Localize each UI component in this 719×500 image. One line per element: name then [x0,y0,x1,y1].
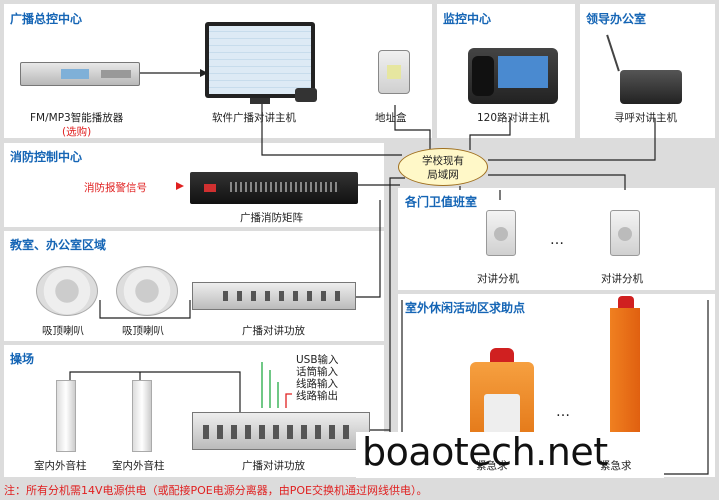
extension-1-icon [486,210,516,256]
address-box-device [378,50,410,94]
monitor-stand [250,98,270,104]
software-host-monitor [205,22,315,98]
panel-guard-room [398,188,715,290]
lan-line2: 局域网 [427,169,459,181]
ceiling-speaker-1-label: 吸顶喇叭 [42,325,84,337]
title-outdoor-help: 室外休闲活动区求助点 [405,301,526,315]
guard-ellipsis: … [550,232,564,248]
extension-2-icon [610,210,640,256]
amp-playground-label: 广播对讲功放 [242,460,305,472]
desk-microphone [295,88,317,102]
input-usb: USB输入 [296,354,339,366]
title-guard-room: 各门卫值班室 [405,195,478,209]
extension-2-label: 对讲分机 [601,273,643,285]
help-post-light [618,296,634,308]
host-120-label: 120路对讲主机 [477,112,550,124]
software-host-label: 软件广播对讲主机 [212,112,296,124]
fm-player-label: FM/MP3智能播放器 [30,112,124,124]
title-monitor-center: 监控中心 [443,12,492,26]
lan-line1: 学校现有 [422,155,464,167]
extension-1-label: 对讲分机 [477,273,519,285]
paging-host-device [620,70,682,104]
footer-note: 注：所有分机需14V电源供电（或配接POE电源分离器，由POE交换机通过网线供电… [4,484,428,497]
title-classroom: 教室、办公室区域 [10,238,107,252]
input-line-in: 线路输入 [296,378,338,390]
help-point-post-2 [610,308,640,448]
host-120-device [468,48,558,104]
address-box-label: 地址盒 [375,112,407,124]
input-mic: 话筒输入 [296,366,338,378]
paging-host-label: 寻呼对讲主机 [614,112,677,124]
title-leader-office: 领导办公室 [586,12,647,26]
amp-playground-device [192,412,370,450]
column-speaker-1-icon [56,380,76,452]
help-point-1-label-cut: 紧急求 [476,460,508,472]
watermark-text: boaotech.net [362,430,608,474]
ceiling-speaker-1-icon [36,266,98,316]
column-speaker-2-icon [132,380,152,452]
fm-player-optional: (选购) [62,126,92,138]
lan-cloud: 学校现有 局域网 [398,148,488,186]
title-fire-center: 消防控制中心 [10,150,83,164]
title-broadcast-center: 广播总控中心 [10,12,83,26]
amp-classroom-device [192,282,356,310]
help-point-2-label-cut: 紧急求 [600,460,632,472]
fire-alarm-signal-label: 消防报警信号 [84,182,147,194]
amp-classroom-label: 广播对讲功放 [242,325,305,337]
fm-player-device [20,62,140,86]
outdoor-ellipsis: … [556,404,570,420]
fire-matrix-label: 广播消防矩阵 [240,212,303,224]
ceiling-speaker-2-icon [116,266,178,316]
fire-matrix-device [190,172,358,204]
output-line-out: 线路输出 [296,390,338,402]
watermark-bg [356,432,664,478]
column-speaker-1-label: 室内外音柱 [34,460,87,472]
column-speaker-2-label: 室内外音柱 [112,460,165,472]
title-playground: 操场 [10,352,35,366]
help-beacon-light [490,348,514,362]
ceiling-speaker-2-label: 吸顶喇叭 [122,325,164,337]
